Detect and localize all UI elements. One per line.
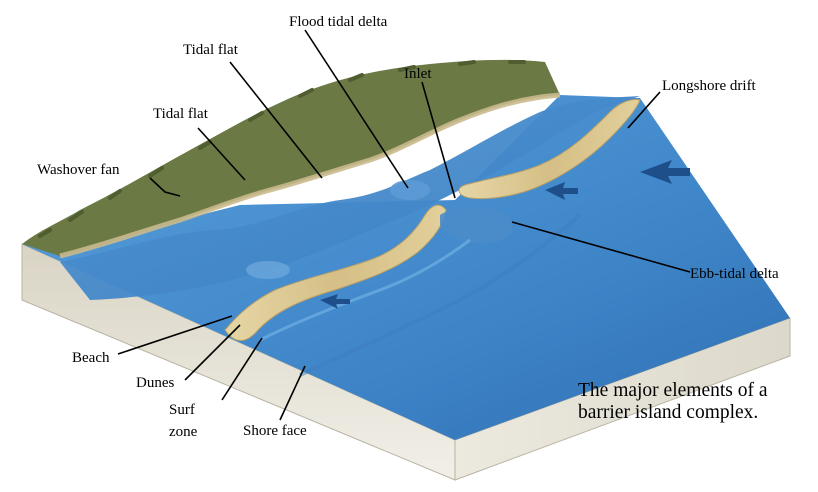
- label-surf-zone-line1: Surf: [169, 402, 195, 418]
- mainland: [22, 59, 560, 257]
- leader-flood-tidal-delta: [304, 29, 409, 189]
- flood-tidal-delta-shape: [390, 180, 430, 200]
- label-tidal-flat-upper: Tidal flat: [183, 42, 238, 58]
- mainland-shore-sand: [59, 92, 561, 259]
- label-beach: Beach: [72, 350, 110, 366]
- label-longshore-drift: Longshore drift: [662, 78, 756, 94]
- label-ebb-tidal-delta: Ebb-tidal delta: [690, 266, 779, 282]
- leader-dunes: [184, 324, 241, 381]
- label-tidal-flat-lower: Tidal flat: [153, 106, 208, 122]
- leader-surf-zone: [221, 337, 263, 401]
- label-inlet: Inlet: [404, 66, 432, 82]
- barrier-island-west: [224, 204, 447, 341]
- label-surf-zone-line2: zone: [169, 424, 198, 440]
- leader-ebb-tidal-delta: [511, 221, 691, 273]
- label-shore-face: Shore face: [243, 423, 307, 439]
- washover-fan-shape: [246, 261, 290, 279]
- leader-beach: [117, 315, 233, 355]
- shore-face-stripe: [299, 213, 582, 377]
- ocean-surface: [22, 95, 790, 440]
- label-dunes: Dunes: [136, 375, 175, 391]
- caption-line-1: The major elements of a: [578, 380, 768, 401]
- barrier-island-east: [458, 99, 641, 200]
- diagram-caption: The major elements of a barrier island c…: [578, 380, 813, 424]
- label-washover-fan: Washover fan: [37, 162, 120, 178]
- caption-line-2: barrier island complex.: [578, 402, 759, 423]
- leader-washover-fan: [149, 177, 181, 197]
- leader-tidal-flat-upper: [229, 61, 323, 179]
- leader-shore-face: [279, 365, 306, 421]
- leader-tidal-flat-lower: [197, 127, 246, 181]
- leader-inlet: [421, 81, 456, 199]
- label-flood-tidal-delta: Flood tidal delta: [289, 14, 388, 30]
- ebb-tidal-delta-shape: [440, 207, 513, 244]
- mainland-vegetation-texture: [38, 60, 526, 238]
- longshore-drift-arrows: [320, 160, 690, 309]
- lagoon: [60, 96, 640, 300]
- leader-lines: [117, 29, 691, 421]
- leader-longshore-drift: [627, 91, 661, 129]
- surf-zone-stripe: [259, 238, 471, 342]
